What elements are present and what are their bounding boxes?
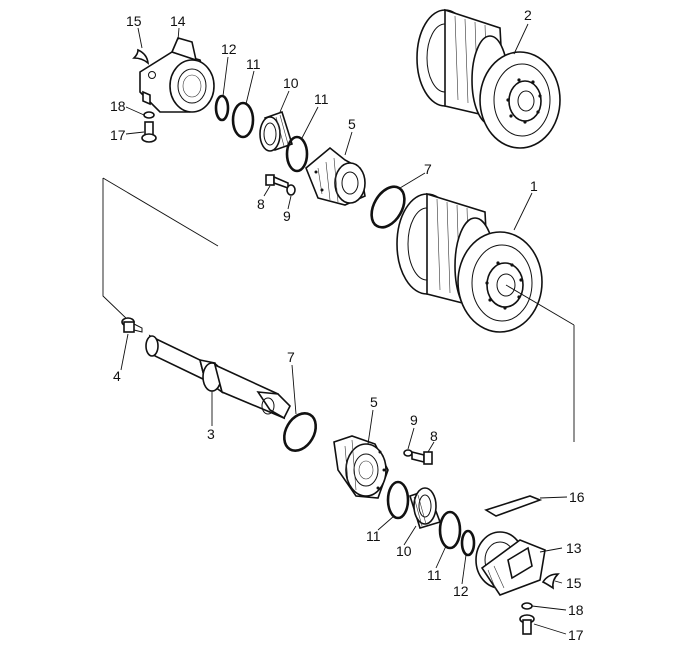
part-8-bolt-top [265, 174, 289, 190]
callout-11-bottom-right: 11 [427, 567, 442, 583]
part-18-washer-top [143, 111, 155, 119]
callout-14: 14 [170, 13, 186, 29]
part-13-collar-housing [475, 531, 546, 596]
part-12-o-ring-top [214, 94, 230, 122]
part-11-seal-ring-top-left [231, 101, 255, 139]
part-16-plate [484, 495, 543, 517]
assembly-outline-lines [102, 177, 575, 442]
callout-9-top: 9 [283, 208, 291, 224]
part-8-bolt-bottom [411, 450, 433, 465]
part-9-washer-top [286, 184, 296, 196]
callout-10-bottom: 10 [396, 543, 412, 559]
part-11-seal-ring-bottom-right [438, 510, 462, 550]
part-1-roller-wheel [396, 192, 543, 333]
callout-2: 2 [524, 7, 532, 23]
part-12-o-ring-bottom [460, 529, 476, 557]
part-3-shaft [145, 334, 291, 420]
part-5-bushing-bottom [333, 435, 389, 499]
callout-3: 3 [207, 426, 215, 442]
callout-11-top-left: 11 [246, 56, 261, 72]
callout-15-bottom: 15 [566, 575, 582, 591]
leader-lines [120, 23, 568, 635]
part-15-lock-ring-top [132, 48, 150, 65]
part-14-collar-housing [139, 37, 215, 113]
part-9-washer-bottom [403, 449, 413, 457]
part-15-lock-ring-bottom [541, 573, 560, 590]
callout-12-bottom: 12 [453, 583, 469, 599]
callout-11-bottom-left: 11 [366, 528, 381, 544]
callout-5-bottom: 5 [370, 394, 378, 410]
callout-13: 13 [566, 540, 582, 556]
callout-9-bottom: 9 [410, 412, 418, 428]
part-10-floating-seal-top [259, 110, 293, 152]
callout-7-top: 7 [424, 161, 432, 177]
callout-10-top: 10 [283, 75, 299, 91]
part-11-seal-ring-top-right [285, 135, 309, 173]
callout-4: 4 [113, 368, 121, 384]
part-7-o-ring-top [370, 185, 406, 229]
part-4-plug [121, 317, 143, 333]
callout-5-top: 5 [348, 116, 356, 132]
callout-11-top-right: 11 [314, 91, 329, 107]
callout-17-bottom: 17 [568, 627, 584, 643]
part-17-bolt-bottom [519, 614, 535, 635]
callout-18-top: 18 [110, 98, 126, 114]
callout-17-top: 17 [110, 127, 126, 143]
part-2-roller-wheel [416, 8, 561, 149]
callout-8-top: 8 [257, 196, 265, 212]
callout-8-bottom: 8 [430, 428, 438, 444]
part-7-o-ring-bottom [282, 412, 318, 452]
callout-7-bottom: 7 [287, 349, 295, 365]
part-5-bushing-top [305, 146, 366, 206]
part-18-washer-bottom [521, 602, 533, 610]
callout-18-bottom: 18 [568, 602, 584, 618]
callout-1: 1 [530, 178, 538, 194]
callout-16: 16 [569, 489, 585, 505]
callout-15-top: 15 [126, 13, 142, 29]
callout-labels: 15 14 12 11 10 11 5 2 1 7 18 17 8 9 4 3 … [110, 7, 585, 643]
part-11-seal-ring-bottom-left [386, 480, 410, 520]
callout-12-top: 12 [221, 41, 237, 57]
part-10-floating-seal-bottom [409, 487, 442, 529]
part-17-bolt-top [141, 121, 157, 143]
